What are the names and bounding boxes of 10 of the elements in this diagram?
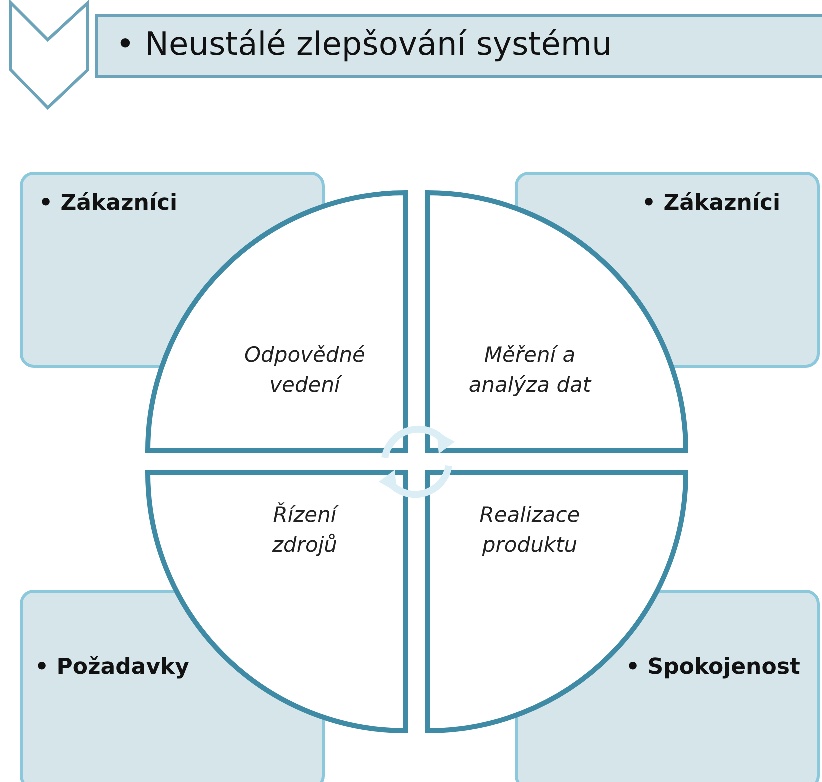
quadrant-label: Realizace produktu <box>478 502 582 559</box>
corner-label: • Spokojenost <box>626 655 800 680</box>
corner-label: • Zákazníci <box>39 191 178 216</box>
banner-text: • Neustálé zlepšování systému <box>116 25 612 63</box>
corner-label: • Požadavky <box>35 655 190 680</box>
quadrant-label: Odpovědné vedení <box>244 342 366 399</box>
quadrant-label: Měření a analýza dat <box>468 342 593 399</box>
banner <box>95 14 822 78</box>
quadrant-label: Řízení zdrojů <box>272 502 340 559</box>
corner-label: • Zákazníci <box>642 191 781 216</box>
